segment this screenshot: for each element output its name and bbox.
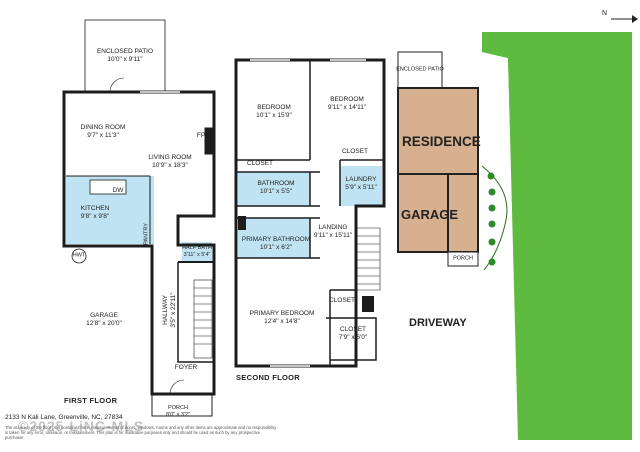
compass-north-label: N: [602, 10, 608, 17]
site-shrub: [487, 172, 495, 180]
ff-hallway-label: HALLWAY 3'5" x 22'11": [162, 292, 177, 328]
sf-landing-label: LANDING 9'11" x 15'11": [313, 224, 353, 239]
ff-pantry-label: PANTRY: [143, 223, 150, 245]
ff-stairs: [193, 279, 213, 359]
sf-wall-block-2: [238, 216, 246, 230]
sf-bedroom-2-label: BEDROOM 9'11" x 14'11": [327, 96, 367, 111]
sf-primary-bedroom-label: PRIMARY BEDROOM 12'4" x 14'8": [249, 310, 315, 325]
ff-kitchen-island: [89, 179, 127, 195]
site-lawn-2: [398, 32, 632, 440]
sf-closet-4-label: CLOSET 7'9" x 6'0": [338, 326, 368, 341]
ff-porch: [151, 393, 213, 417]
ff-kitchen-label: KITCHEN 9'8" x 9'8": [80, 205, 110, 220]
first-floor-title: FIRST FLOOR: [64, 396, 118, 405]
ff-hallway-wall: [177, 262, 214, 363]
sf-closet-2-label: CLOSET: [341, 148, 369, 155]
ff-living-room-label: LIVING ROOM 10'9" x 18'3": [148, 154, 192, 169]
sf-primary-bath-fill: [238, 218, 310, 258]
compass-arrow-head: [632, 15, 638, 23]
ff-garage-label: GARAGE 12'8" x 20'0": [86, 312, 122, 327]
site-garage: [397, 173, 449, 253]
ff-patio-door: [109, 77, 125, 93]
sf-laundry-label: LAUNDRY 5'9" x 5'11": [345, 176, 377, 191]
ff-fireplace: [204, 127, 214, 155]
second-floor-title: SECOND FLOOR: [236, 373, 301, 382]
sf-interior-walls: [236, 60, 384, 366]
site-plan: [397, 15, 638, 440]
site-shrub: [488, 204, 496, 212]
ff-front-door: [169, 379, 185, 395]
sf-primary-bathroom-label: PRIMARY BATHROOM 10'1" x 6'2": [241, 236, 311, 251]
site-shrub: [488, 238, 496, 246]
ff-dishwasher-label: DW: [112, 187, 124, 194]
site-driveway: [398, 262, 500, 440]
ff-foyer-label: FOYER: [174, 364, 198, 371]
sf-stairs: [356, 227, 381, 291]
site-residence-label: RESIDENCE: [402, 134, 481, 149]
sf-wall-block: [362, 296, 374, 312]
site-patio-label: ENCLOSED PATIO: [396, 66, 444, 73]
ff-kitchen-wall: [66, 175, 151, 244]
first-floor-plan: [62, 19, 216, 417]
sf-bathroom-fill: [238, 172, 310, 206]
disclaimer-text: The accuracy of the floor plan contained…: [5, 425, 277, 441]
ff-porch-label: PORCH 8'0" x 3'2": [165, 405, 191, 418]
ff-hwt-circle: [71, 248, 87, 264]
second-floor-plan: [234, 58, 386, 368]
sf-closet-3-label: CLOSET: [328, 297, 356, 304]
mls-watermark: ©2025 LiNC-MLS: [18, 418, 145, 434]
ff-enclosed-patio-label: ENCLOSED PATIO 10'0" x 9'11": [96, 48, 154, 63]
site-garage-label: GARAGE: [401, 207, 459, 222]
ff-half-bath-label: HALF BATH 3'11" x 5'4": [182, 245, 212, 258]
site-shrub: [488, 258, 496, 266]
ff-dining-room-label: DINING ROOM 9'7" x 11'3": [80, 124, 126, 139]
sf-bathroom-label: BATHROOM 10'1" x 5'5": [257, 180, 295, 195]
ff-fireplace-label: FP: [196, 132, 206, 139]
site-shrub: [488, 220, 496, 228]
site-shrub-bed: [481, 165, 508, 271]
ff-halfbath-fill: [182, 242, 212, 262]
site-shrub: [488, 188, 496, 196]
site-porch: [447, 251, 479, 267]
ff-hwt-label: HWT: [72, 252, 86, 259]
sf-outer-walls: [234, 58, 386, 368]
site-porch-label: PORCH: [453, 255, 473, 262]
sf-laundry-fill: [340, 166, 382, 206]
site-residence: [397, 87, 479, 175]
sf-bedroom-1-label: BEDROOM 10'1" x 15'9": [256, 104, 292, 119]
address-caption: 2133 N Kali Lane, Greenville, NC, 27834: [5, 414, 123, 421]
site-patio: [397, 51, 443, 89]
sf-closet-1-label: CLOSET: [246, 160, 274, 167]
site-driveway-label: DRIVEWAY: [409, 317, 467, 329]
